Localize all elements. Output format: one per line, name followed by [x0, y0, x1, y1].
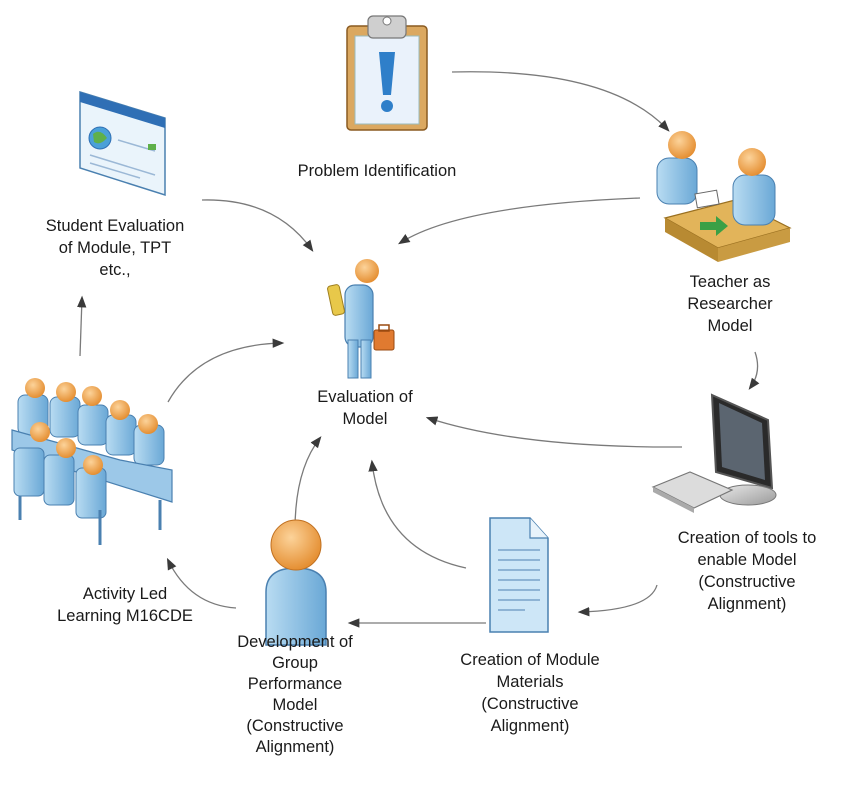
two-people-at-desk-icon — [656, 131, 792, 262]
person-icon — [265, 519, 327, 646]
arrow-tools-to-evaluation — [425, 416, 683, 448]
arrow-activity-to-student — [77, 295, 87, 357]
arrow-student-to-evaluation — [201, 199, 314, 252]
arrow-teacher-to-evaluation — [398, 197, 641, 245]
person-with-briefcase-icon — [327, 259, 395, 379]
arrow-tools-to-module — [577, 584, 658, 617]
computer-monitor-keyboard-icon — [651, 393, 777, 513]
arrow-module-to-evaluation — [368, 459, 467, 569]
document-icon — [489, 517, 549, 633]
student-evaluation-label: Student Evaluation of Module, TPT etc., — [45, 217, 185, 279]
arrows — [77, 71, 760, 628]
evaluation-of-model-label: Evaluation of Model — [317, 388, 413, 428]
arrow-group-to-evaluation — [294, 436, 322, 531]
creation-of-tools-label: Creation of tools to enable Model (Const… — [677, 529, 817, 613]
arrow-activity-to-evaluation — [167, 338, 285, 403]
activity-led-learning-label: Activity Led Learning M16CDE — [57, 585, 193, 625]
development-of-group-performance-label: Development of Group Performance Model (… — [237, 633, 353, 756]
teacher-as-researcher-label: Teacher as Researcher Model — [687, 273, 773, 335]
arrow-problem-to-teacher — [451, 71, 670, 132]
meeting-table-icon — [11, 378, 173, 545]
arrow-group-to-activity — [166, 557, 237, 609]
arrow-teacher-to-tools — [748, 351, 760, 390]
creation-of-module-materials-label: Creation of Module Materials (Constructi… — [460, 651, 600, 735]
problem-identification-label: Problem Identification — [297, 162, 457, 180]
clipboard-exclamation-icon — [346, 15, 428, 131]
web-page-icon — [79, 90, 166, 197]
